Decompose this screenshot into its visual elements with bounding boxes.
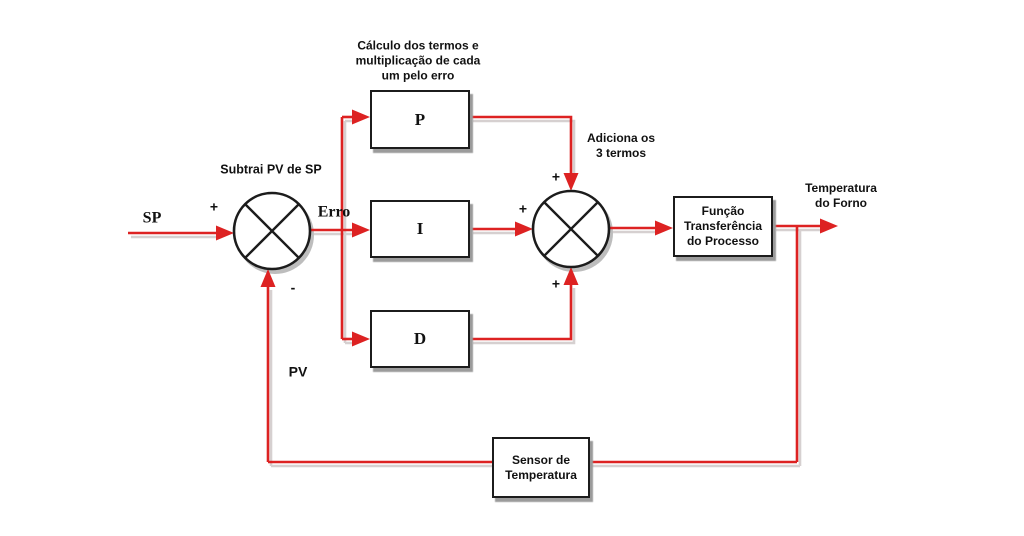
wire-sum-out (609, 220, 673, 236)
summing-junction-add (531, 189, 611, 269)
sign-plus-d: + (551, 275, 561, 292)
sign-plus-sp: + (209, 198, 219, 215)
summing-junction-error (232, 191, 312, 271)
block-proportional-label: P (414, 109, 426, 129)
sign-minus-pv: - (290, 279, 296, 296)
wire-d-out (470, 267, 579, 341)
output-temperature-label: Temperatura do Forno (805, 181, 877, 210)
signal-sp-label: SP (142, 209, 162, 227)
wire-i-out (470, 221, 533, 237)
wire-p-out (470, 115, 579, 191)
block-integral: I (370, 200, 470, 258)
note-subtract: Subtrai PV de SP (220, 162, 322, 177)
signal-erro-label: Erro (317, 203, 351, 221)
block-temperature-sensor-label: Sensor de Temperatura (505, 452, 577, 482)
sign-plus-i: + (518, 200, 528, 217)
sign-plus-p: + (551, 168, 561, 185)
wire-erro (310, 109, 370, 347)
note-add-terms: Adiciona os 3 termos (586, 131, 656, 160)
block-proportional: P (370, 90, 470, 149)
block-temperature-sensor: Sensor de Temperatura (492, 437, 590, 498)
wire-sp (128, 225, 234, 241)
block-transfer-function-label: Função Transferência do Processo (683, 204, 763, 248)
block-integral-label: I (416, 219, 424, 238)
signal-pv-label: PV (288, 363, 308, 380)
block-transfer-function: Função Transferência do Processo (673, 196, 773, 257)
block-derivative-label: D (413, 329, 427, 348)
block-derivative: D (370, 310, 470, 368)
note-calc-terms: Cálculo dos termos e multiplicação de ca… (355, 38, 481, 83)
